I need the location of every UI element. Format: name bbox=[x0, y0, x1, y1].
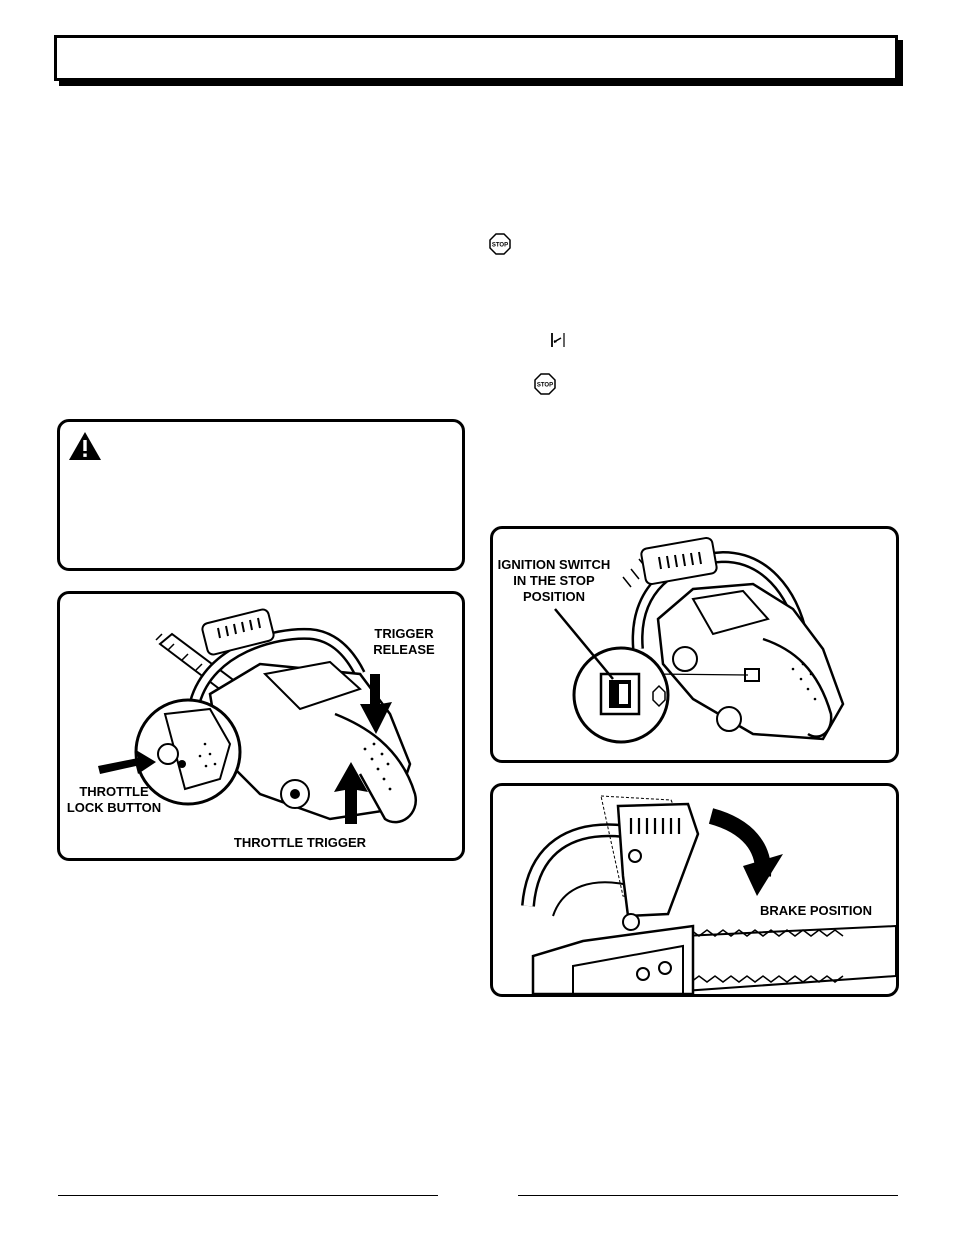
chain-brake-icon bbox=[551, 333, 565, 347]
figure-ignition-switch: IGNITION SWITCH IN THE STOP POSITION bbox=[490, 526, 899, 763]
ignition-callout-pointer bbox=[554, 608, 614, 680]
stop-symbol-icon: STOP bbox=[534, 373, 556, 395]
figure-throttle-trigger: TRIGGER RELEASE THROTTLE LOCK BUTTON THR… bbox=[57, 591, 465, 861]
chain-brake-illustration bbox=[521, 795, 896, 994]
chainsaw-throttle-illustration bbox=[98, 608, 418, 824]
page-header-bar bbox=[54, 35, 898, 81]
warning-box bbox=[57, 419, 465, 571]
ignition-switch-label: IGNITION SWITCH IN THE STOP POSITION bbox=[497, 557, 611, 604]
stop-symbol-text: STOP bbox=[537, 383, 553, 389]
throttle-lock-button-label: THROTTLE LOCK BUTTON bbox=[66, 784, 162, 815]
brake-position-label: BRAKE POSITION bbox=[760, 903, 872, 918]
throttle-trigger-arrow bbox=[334, 762, 368, 824]
footer-rule-left bbox=[58, 1195, 438, 1196]
throttle-lock-arrow bbox=[98, 750, 156, 774]
footer-rule-right bbox=[518, 1195, 898, 1196]
brake-direction-arrow bbox=[743, 854, 783, 896]
trigger-release-label: TRIGGER RELEASE bbox=[373, 626, 435, 657]
stop-symbol-icon: STOP bbox=[489, 233, 511, 255]
figure-brake-position: BRAKE POSITION bbox=[490, 783, 899, 997]
chainsaw-ignition-illustration bbox=[554, 536, 845, 744]
trigger-release-arrow bbox=[360, 674, 392, 734]
throttle-trigger-label: THROTTLE TRIGGER bbox=[233, 835, 367, 850]
stop-symbol-text: STOP bbox=[492, 243, 508, 249]
warning-triangle-icon bbox=[69, 432, 101, 460]
